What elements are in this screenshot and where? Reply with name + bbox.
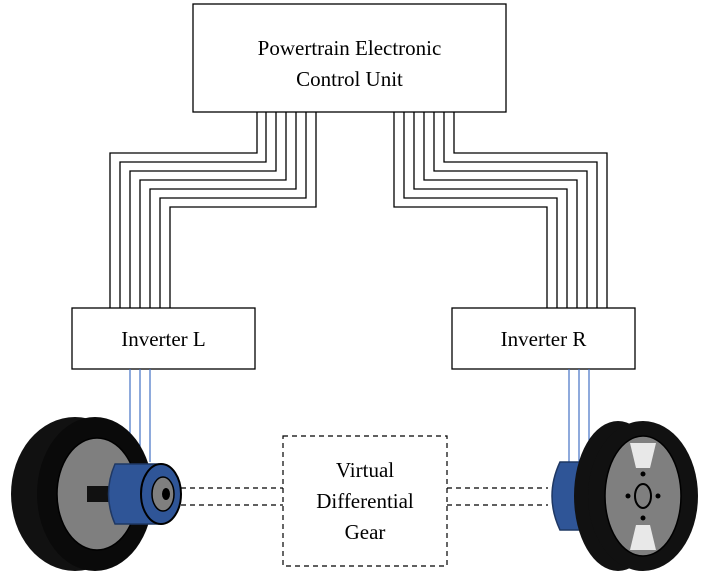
rim-spoke-top: [630, 443, 656, 468]
ecu-label-line1: Powertrain Electronic: [258, 36, 442, 60]
differential-label-line1: Virtual: [336, 458, 394, 482]
ecu-box: Powertrain Electronic Control Unit: [192, 3, 507, 113]
inverter-left-box: Inverter L: [71, 307, 256, 370]
differential-label-line3: Gear: [345, 520, 386, 544]
inverter-left-label: Inverter L: [121, 327, 206, 351]
control-wires-right: [393, 112, 608, 308]
rim-spoke-bottom: [630, 525, 656, 550]
inverter-right-box: Inverter R: [451, 307, 636, 370]
virtual-links: [172, 487, 548, 506]
inverter-right-label: Inverter R: [501, 327, 587, 351]
differential-label-line2: Differential: [316, 489, 414, 513]
right-wheel: [574, 421, 698, 571]
left-motor: [107, 463, 182, 525]
virtual-differential-box: Virtual Differential Gear: [282, 435, 448, 567]
ecu-label-line2: Control Unit: [296, 67, 403, 91]
control-wires-left: [109, 112, 317, 308]
